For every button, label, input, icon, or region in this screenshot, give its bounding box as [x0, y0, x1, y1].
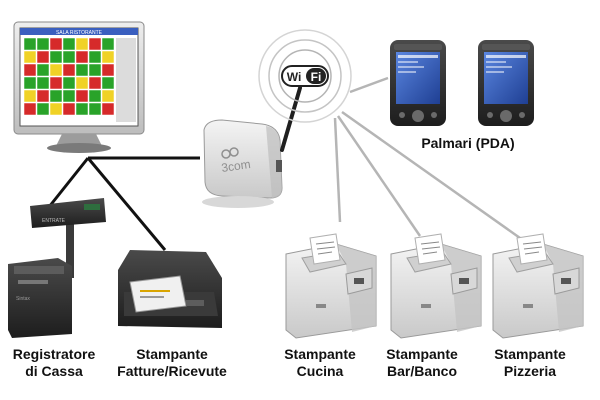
pda-device-1: [390, 40, 446, 126]
wifi-logo: Wi Fi: [258, 29, 352, 123]
label-pda: Palmari (PDA): [421, 135, 515, 151]
cash-register: ENTRATE Sintax: [8, 198, 106, 338]
printer-kitchen: [285, 233, 377, 339]
wireless-links: [333, 76, 521, 240]
printer-pizzeria: [492, 233, 584, 339]
register-brand: Sintax: [16, 296, 30, 302]
wireless-router: 3com: [202, 86, 302, 208]
label-invoice-printer: Stampante Fatture/Ricevute: [117, 346, 227, 379]
router-antenna: [280, 86, 302, 152]
pc-monitor: SALA RISTORANTE: [13, 21, 145, 153]
svg-text:Wi: Wi: [287, 70, 302, 84]
svg-text:Fi: Fi: [311, 70, 322, 84]
label-cash-register: Registratore di Cassa: [12, 346, 96, 379]
register-display-brand: ENTRATE: [42, 218, 66, 224]
label-bar-printer: Stampante Bar/Banco: [386, 346, 458, 379]
wire-to-register: [43, 157, 90, 213]
invoice-printer: [118, 250, 222, 328]
pda-device-2: [478, 40, 534, 126]
monitor-screen-title: SALA RISTORANTE: [56, 30, 103, 36]
router-brand: 3com: [220, 157, 251, 175]
printer-bar: [390, 233, 482, 339]
wire-to-invoice-printer: [86, 157, 167, 251]
wired-links: [43, 156, 200, 251]
label-pizzeria-printer: Stampante Pizzeria: [494, 346, 566, 379]
table-grid: [23, 37, 136, 122]
label-kitchen-printer: Stampante Cucina: [284, 346, 356, 379]
